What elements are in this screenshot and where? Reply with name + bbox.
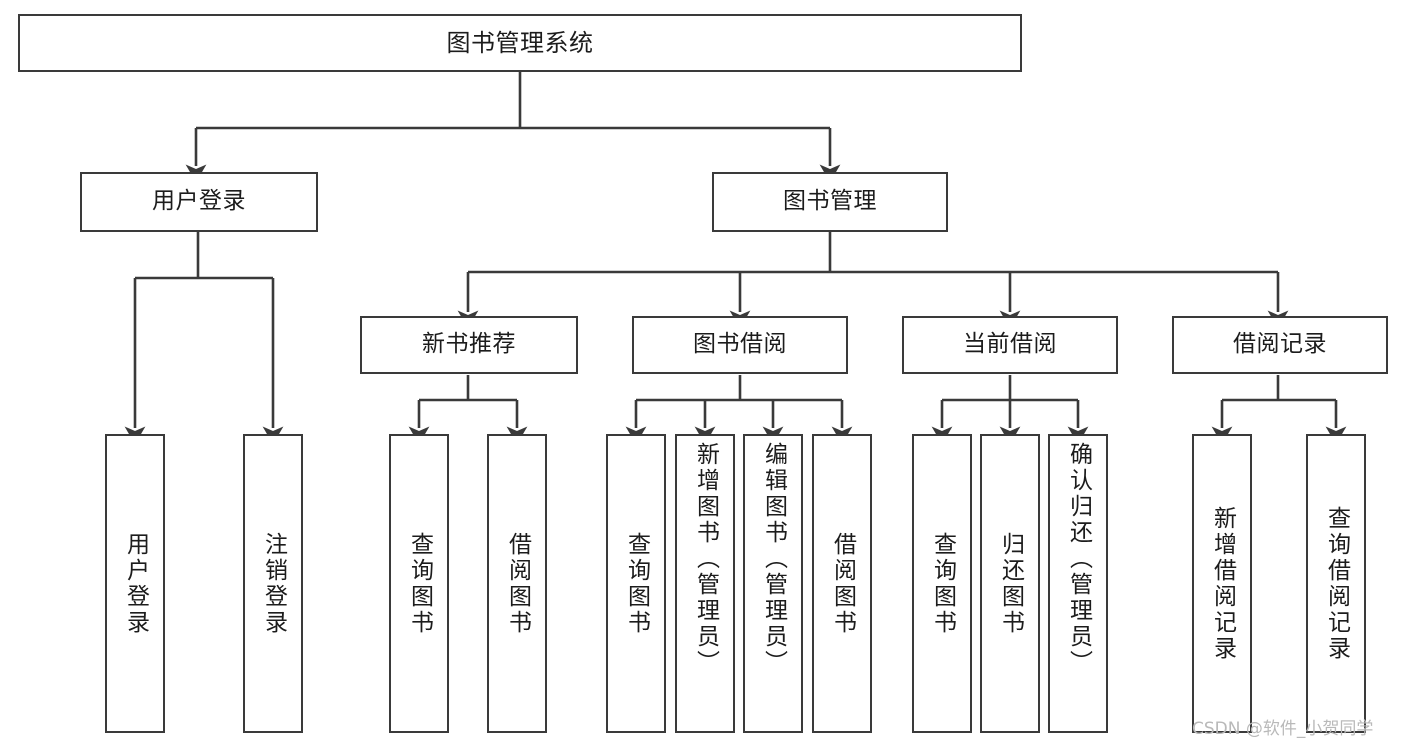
node-book-management[interactable]: 图书管理 [712, 172, 948, 232]
node-label: 新书推荐 [422, 331, 516, 358]
node-leaf-query-book-current[interactable]: 查询图书 [912, 434, 972, 733]
node-leaf-borrow-book[interactable]: 借阅图书 [812, 434, 872, 733]
node-leaf-confirm-return-admin[interactable]: 确认归还（管理员） [1048, 434, 1108, 733]
node-label: 归还图书 [997, 531, 1024, 636]
node-label: 新增图书（管理员） [692, 442, 719, 676]
node-label: 借阅图书 [504, 531, 531, 636]
node-label: 图书管理系统 [446, 28, 594, 57]
node-user-login[interactable]: 用户登录 [80, 172, 318, 232]
node-leaf-query-borrow-record[interactable]: 查询借阅记录 [1306, 434, 1366, 733]
node-current-borrow[interactable]: 当前借阅 [902, 316, 1118, 374]
node-leaf-query-book-borrow[interactable]: 查询图书 [606, 434, 666, 733]
node-new-book-recommend[interactable]: 新书推荐 [360, 316, 578, 374]
node-leaf-add-borrow-record[interactable]: 新增借阅记录 [1192, 434, 1252, 733]
node-label: 借阅图书 [829, 531, 856, 636]
csdn-watermark: CSDN @软件_小贺同学 [1192, 719, 1374, 739]
node-label: 查询图书 [623, 531, 650, 636]
node-label: 查询借阅记录 [1323, 505, 1350, 662]
node-leaf-user-login[interactable]: 用户登录 [105, 434, 165, 733]
node-borrow-record[interactable]: 借阅记录 [1172, 316, 1388, 374]
node-label: 编辑图书（管理员） [760, 442, 787, 676]
node-leaf-logout-login[interactable]: 注销登录 [243, 434, 303, 733]
node-label: 查询图书 [406, 531, 433, 636]
node-label: 图书借阅 [693, 331, 787, 358]
node-label: 确认归还（管理员） [1065, 442, 1092, 676]
node-leaf-edit-book-admin[interactable]: 编辑图书（管理员） [743, 434, 803, 733]
node-leaf-return-book[interactable]: 归还图书 [980, 434, 1040, 733]
node-book-borrow[interactable]: 图书借阅 [632, 316, 848, 374]
node-label: 新增借阅记录 [1209, 505, 1236, 662]
node-label: 注销登录 [260, 531, 287, 636]
node-label: 查询图书 [929, 531, 956, 636]
node-label: 借阅记录 [1233, 331, 1327, 358]
node-root-book-management-system[interactable]: 图书管理系统 [18, 14, 1022, 72]
node-leaf-borrow-book-recommend[interactable]: 借阅图书 [487, 434, 547, 733]
node-label: 图书管理 [783, 188, 877, 215]
node-leaf-add-book-admin[interactable]: 新增图书（管理员） [675, 434, 735, 733]
node-label: 用户登录 [122, 531, 149, 636]
node-label: 当前借阅 [963, 331, 1057, 358]
node-leaf-query-book-recommend[interactable]: 查询图书 [389, 434, 449, 733]
node-label: 用户登录 [152, 188, 246, 215]
